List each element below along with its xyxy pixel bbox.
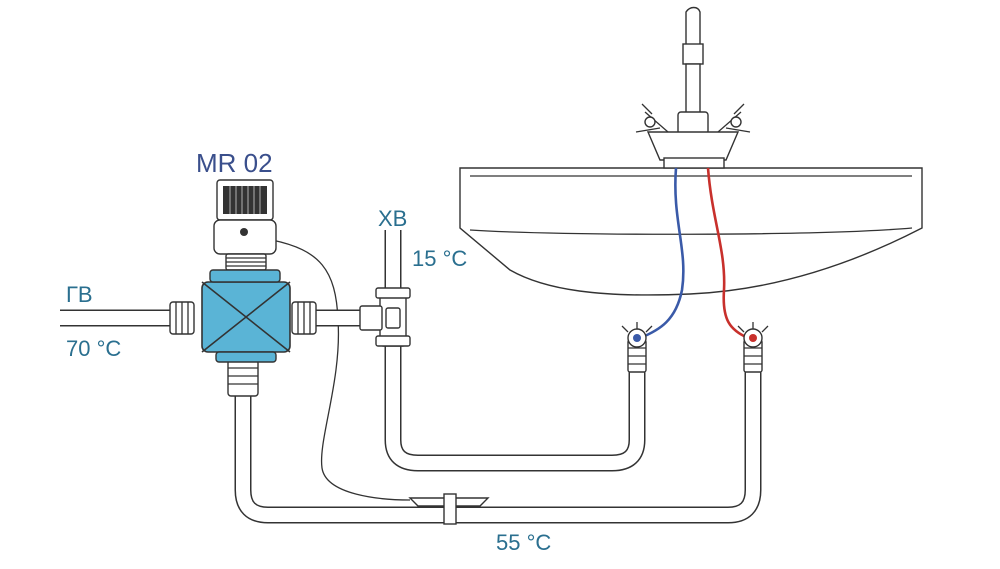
cold-angle-valve xyxy=(621,322,653,373)
sensor-clamp xyxy=(408,493,490,525)
cold-flex-hose xyxy=(639,167,685,340)
sensor-capillary xyxy=(271,239,411,501)
mixer-valve xyxy=(169,179,317,397)
faucet xyxy=(635,6,751,169)
valve-model-label: MR 02 xyxy=(196,148,273,178)
valve-bonnet xyxy=(213,219,277,255)
sink-basin xyxy=(459,167,923,296)
mixed-temp-label: 55 °C xyxy=(496,530,551,555)
mixed-water-pipe xyxy=(234,372,762,524)
cold-handle-icon xyxy=(635,103,669,133)
hot-temp-label: 70 °C xyxy=(66,336,121,361)
cold-water-pipe xyxy=(384,345,646,472)
hot-water-label: ГВ xyxy=(66,282,93,307)
hot-flex-hose xyxy=(706,167,749,340)
cold-temp-label: 15 °C xyxy=(412,246,467,271)
cold-water-label: ХВ xyxy=(378,206,407,231)
hot-angle-valve xyxy=(737,322,769,373)
hot-handle-icon xyxy=(717,103,751,133)
cold-tee-fitting xyxy=(359,287,411,347)
